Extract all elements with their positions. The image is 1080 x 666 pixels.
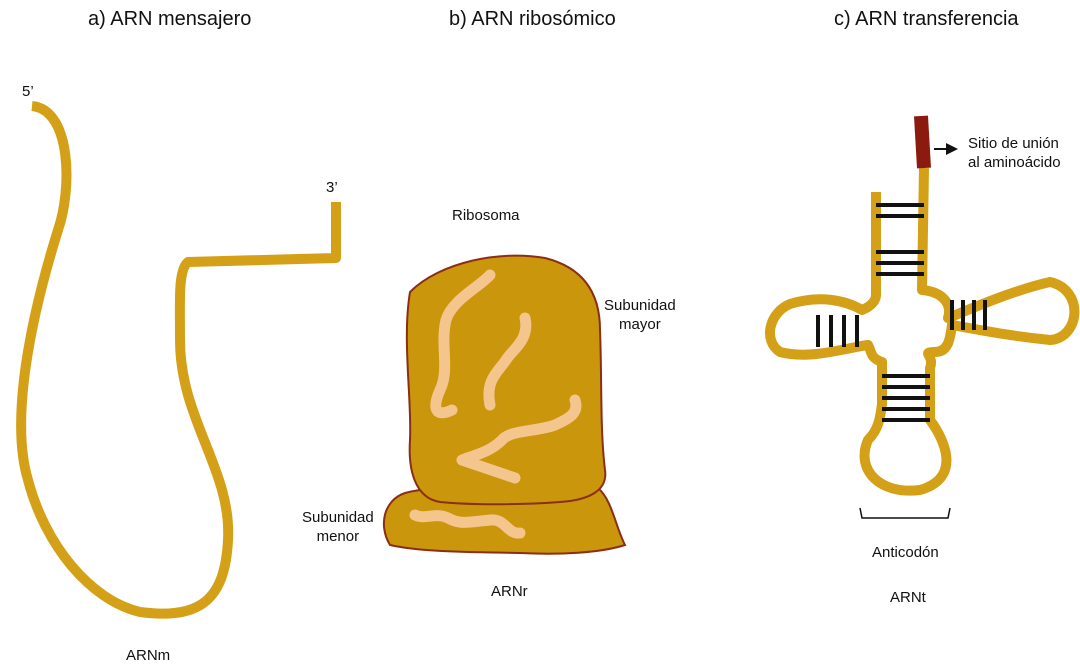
binding-site-label-line1: Sitio de unión	[968, 134, 1061, 153]
panel-title-trna: c) ARN transferencia	[834, 8, 1019, 31]
small-subunit-label: Subunidad menor	[302, 508, 374, 546]
large-subunit-label-line1: Subunidad	[604, 296, 676, 315]
binding-site-label: Sitio de unión al aminoácido	[968, 134, 1061, 172]
mrna-strand	[21, 106, 336, 614]
panel-title-rrna: b) ARN ribosómico	[449, 8, 616, 31]
small-subunit-label-line2: menor	[302, 527, 374, 546]
binding-site-label-line2: al aminoácido	[968, 153, 1061, 172]
ribosome-large-subunit	[407, 256, 605, 505]
anticodon-label: Anticodón	[872, 543, 939, 562]
large-subunit-label: Subunidad mayor	[604, 296, 676, 334]
large-subunit-label-line2: mayor	[604, 315, 676, 334]
ribosome-label: Ribosoma	[452, 206, 520, 225]
anticodon-bracket	[860, 508, 950, 518]
trna-caption: ARNt	[890, 588, 926, 607]
small-subunit-label-line1: Subunidad	[302, 508, 374, 527]
rrna-caption: ARNr	[491, 582, 528, 601]
panel-title-mrna: a) ARN mensajero	[88, 8, 251, 31]
ribosome	[384, 256, 625, 554]
trna-structure	[770, 116, 1074, 518]
mrna-caption: ARNm	[126, 646, 170, 665]
three-prime-label: 3’	[326, 178, 338, 197]
five-prime-label: 5’	[22, 82, 34, 101]
arrow-head-icon	[946, 143, 958, 155]
amino-acid-binding-site	[921, 116, 924, 168]
